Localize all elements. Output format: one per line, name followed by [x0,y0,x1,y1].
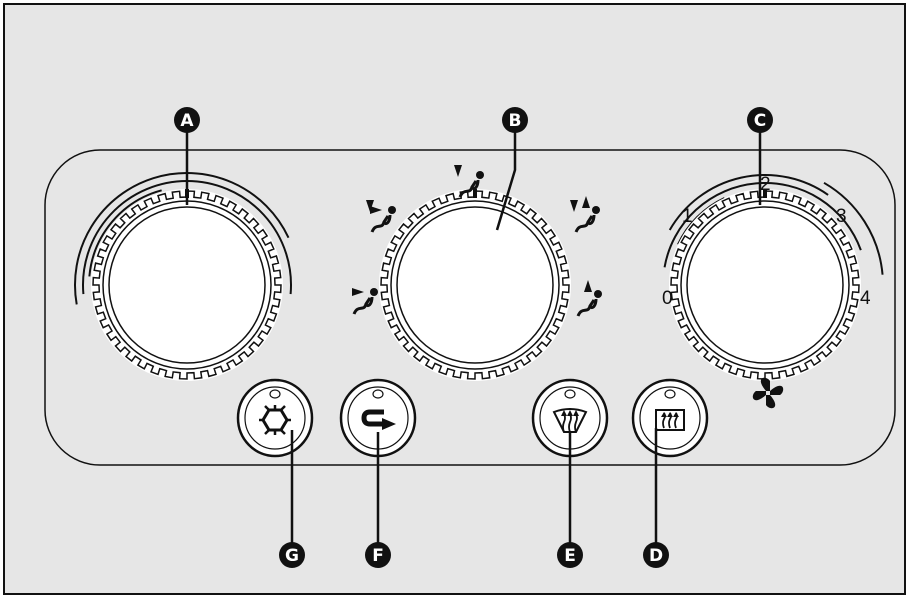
leader-lines [185,130,762,545]
callout-c: C [747,107,773,133]
temperature-dial[interactable] [91,189,283,381]
rear-window-heater-icon [655,409,685,431]
airflow-face-feet-icon [366,200,396,233]
airflow-feet-windscreen-icon [570,196,600,233]
fan-scale-3: 3 [836,206,847,227]
position-marker [473,189,477,198]
fan-scale-0: 0 [662,288,673,309]
indicator-led [372,389,384,399]
knob-face [108,206,266,364]
air-distribution-dial[interactable] [379,189,571,381]
recirculation-button[interactable] [339,378,417,458]
airflow-feet-icon [454,165,484,198]
indicator-led [269,389,281,399]
callout-d: D [643,542,669,568]
svg-text:E: E [564,546,576,566]
callout-e: E [557,542,583,568]
svg-text:B: B [509,111,522,131]
knob-face [396,206,554,364]
fan-scale-1: 1 [682,206,693,227]
indicator-led [564,389,576,399]
windscreen-demist-button[interactable] [531,378,609,458]
knob-face [686,206,844,364]
ac-button[interactable] [236,378,314,458]
snowflake-ac-icon [259,405,291,435]
rear-window-heater-button[interactable] [631,378,709,458]
windscreen-demist-icon [552,408,588,433]
svg-text:G: G [285,546,299,566]
indicator-led [664,389,676,399]
callout-f: F [365,542,391,568]
airflow-face-icon [352,288,378,315]
airflow-icons [352,165,602,317]
svg-text:F: F [372,546,384,566]
callout-g: G [279,542,305,568]
callout-a: A [174,107,200,133]
recirculation-icon [361,409,396,430]
svg-text:D: D [649,546,663,566]
svg-text:C: C [754,111,766,131]
callout-b: B [502,107,528,133]
position-marker [763,189,767,198]
airflow-windscreen-icon [576,280,602,317]
fan-speed-dial[interactable] [669,189,861,381]
svg-text:A: A [180,111,194,131]
fan-icon [752,377,784,409]
fan-scale-4: 4 [860,288,871,309]
fan-scale-2: 2 [760,174,771,195]
